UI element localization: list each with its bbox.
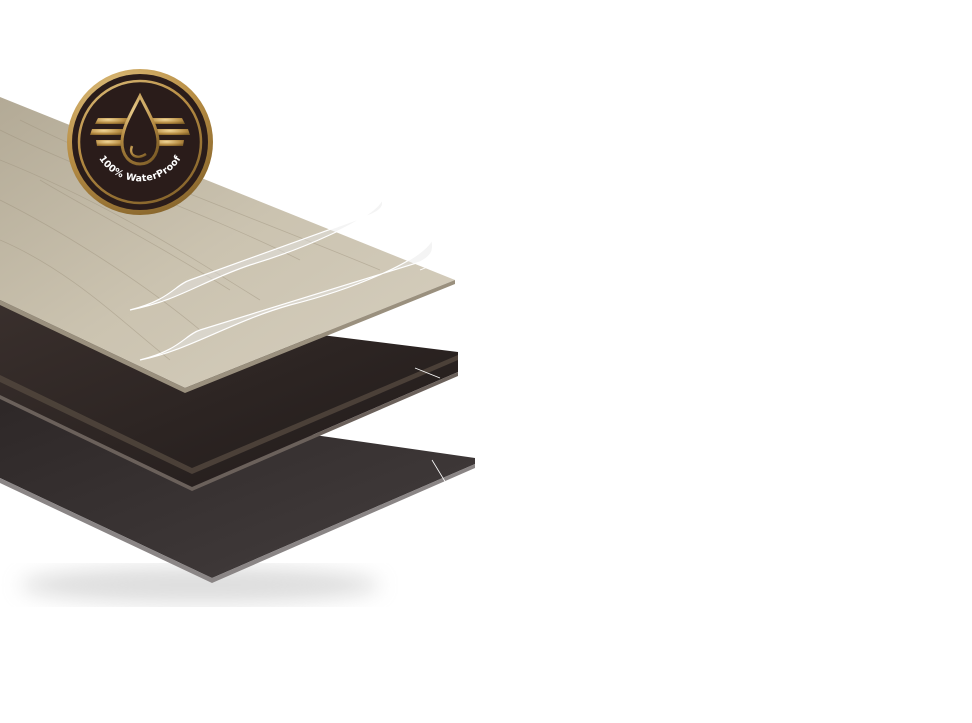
transparent-films	[129, 198, 434, 361]
waterproof-badge: 100% WaterProof	[67, 69, 213, 215]
water-drop-icon	[90, 92, 190, 166]
floor-shadow	[20, 567, 380, 603]
leader-lines	[414, 259, 453, 494]
